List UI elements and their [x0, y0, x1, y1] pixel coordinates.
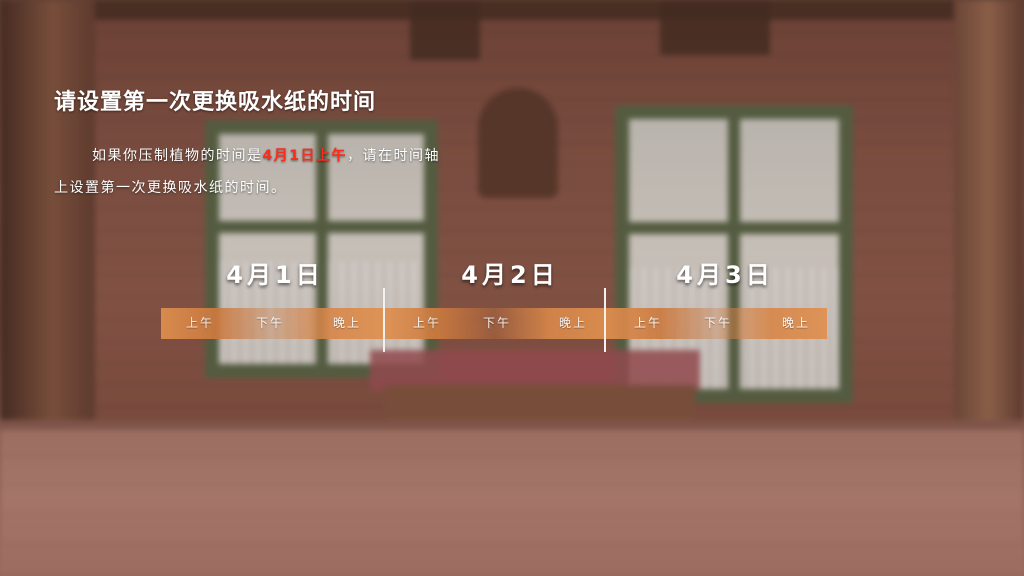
- day-label-apr3: 4月3日: [676, 261, 774, 289]
- description-text: 如果你压制植物的时间是: [92, 148, 263, 164]
- day-label-apr1: 4月1日: [226, 261, 324, 289]
- timeslot-apr3-afternoon[interactable]: 下午: [704, 316, 733, 330]
- timeline-day-apr1: 上午 下午 晚上: [161, 308, 383, 339]
- timeline-day-apr2: 上午 下午 晚上: [383, 308, 605, 339]
- timeslot-apr2-evening[interactable]: 晚上: [559, 316, 588, 330]
- cabinet: [385, 385, 695, 425]
- table-top: [0, 420, 1024, 576]
- description-highlight: 4月1日上午: [262, 148, 347, 164]
- cuckoo-clock: [478, 88, 558, 198]
- timeslot-apr3-morning[interactable]: 上午: [634, 316, 663, 330]
- ceiling-beam: [410, 0, 480, 60]
- tablecloth: [370, 350, 700, 390]
- timeline-divider: [383, 288, 385, 352]
- day-label-apr2: 4月2日: [461, 261, 559, 289]
- timeslot-apr2-afternoon[interactable]: 下午: [483, 316, 512, 330]
- timeline-divider: [604, 288, 606, 352]
- timeline-bar: 上午 下午 晚上 上午 下午 晚上 上午 下午 晚上: [161, 308, 827, 339]
- timeslot-apr1-evening[interactable]: 晚上: [333, 316, 362, 330]
- timeslot-apr1-morning[interactable]: 上午: [186, 316, 215, 330]
- slide-description: 如果你压制植物的时间是4月1日上午，请在时间轴 上设置第一次更换吸水纸的时间。: [54, 140, 514, 204]
- description-text: ，请在时间轴: [346, 148, 440, 164]
- timeslot-apr2-morning[interactable]: 上午: [413, 316, 442, 330]
- description-text: 上设置第一次更换吸水纸的时间。: [54, 180, 287, 196]
- timeslot-apr3-evening[interactable]: 晚上: [782, 316, 811, 330]
- ceiling-beam: [660, 0, 770, 55]
- timeline-day-apr3: 上午 下午 晚上: [605, 308, 827, 339]
- table-edge: [0, 420, 1024, 430]
- timeslot-apr1-afternoon[interactable]: 下午: [256, 316, 285, 330]
- slide-title: 请设置第一次更换吸水纸的时间: [54, 90, 377, 115]
